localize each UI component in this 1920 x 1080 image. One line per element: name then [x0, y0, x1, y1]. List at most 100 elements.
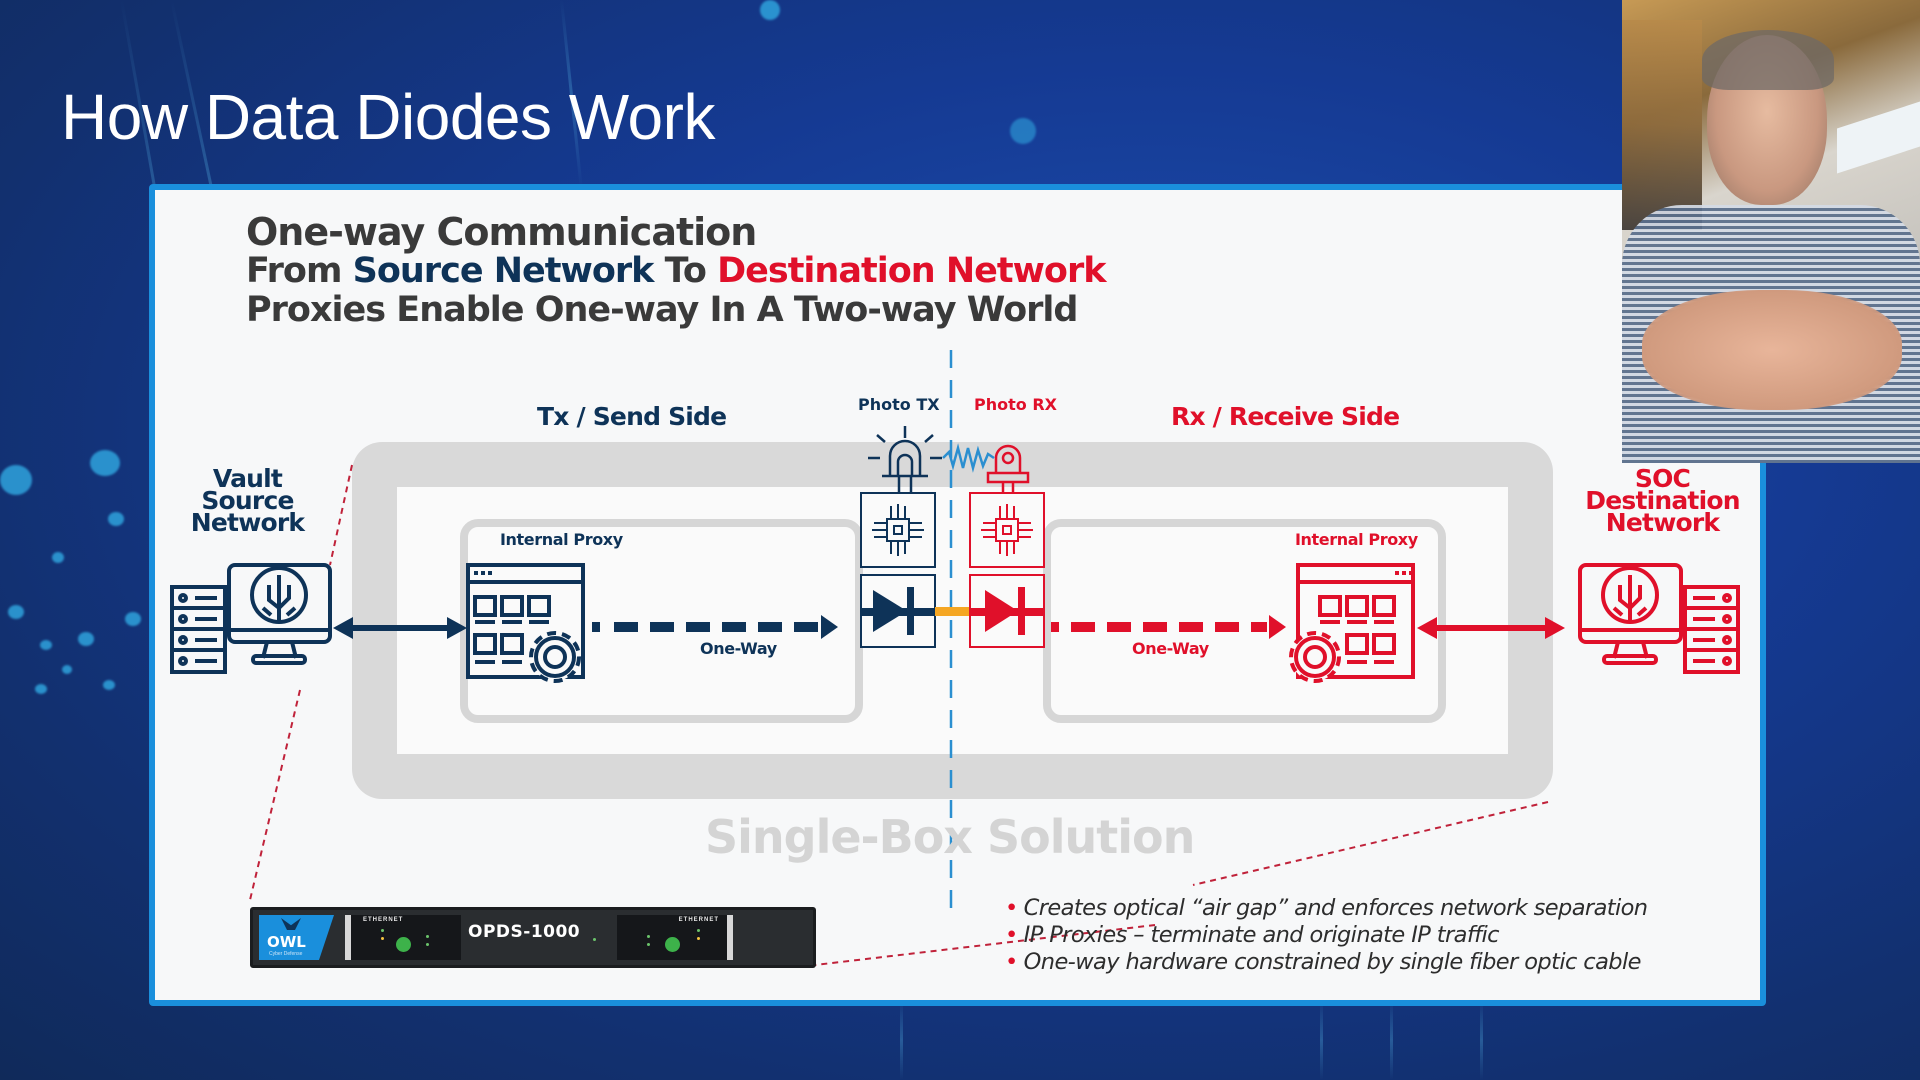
leader-line-bottom: [814, 924, 1156, 966]
owl-logo-subtext: Cyber Defense: [269, 951, 303, 957]
background-dot: [760, 0, 780, 20]
tx-proxy-label: Internal Proxy: [500, 530, 623, 549]
left-ethernet-panel: ETHERNET: [345, 915, 461, 960]
owl-logo-icon: [281, 918, 301, 930]
left-operational-led: [426, 935, 429, 938]
heading-line-2: From Source Network To Destination Netwo…: [246, 251, 1107, 291]
leader-line-right: [1192, 801, 1549, 886]
device-model-label: OPDS-1000: [468, 922, 581, 942]
heading-line-1: One-way Communication: [246, 210, 757, 254]
tx-one-way-arrow: [592, 615, 838, 639]
right-activity-led: [697, 929, 700, 932]
destination-network-icon: [1578, 563, 1740, 674]
background-dot: [78, 632, 94, 646]
optic-link-led: [593, 938, 596, 941]
destination-network-label-line: SOC: [1634, 464, 1691, 493]
heading-to: To: [653, 251, 718, 291]
background-streak: [1390, 1000, 1393, 1080]
source-network-label-line: Source: [201, 486, 294, 515]
rx-diode-icon: [969, 574, 1045, 648]
right-ethernet-panel: ETHERNET: [617, 915, 733, 960]
right-link-led: [697, 937, 700, 940]
feature-bullet-list: •Creates optical “air gap” and enforces …: [1005, 895, 1648, 976]
tx-proxy-dots: [474, 571, 492, 575]
rx-proxy-dots: [1395, 571, 1413, 575]
bullet-item: •One-way hardware constrained by single …: [1005, 949, 1647, 976]
destination-link-arrow: [1417, 617, 1565, 639]
background-streak: [1480, 1000, 1483, 1080]
leader-line-left-top: [329, 464, 353, 566]
right-ethernet-title: ETHERNET: [678, 917, 719, 923]
destination-network-label-line: Destination: [1585, 486, 1740, 515]
source-network-icon: [170, 563, 332, 674]
rx-proxy-icon: [1289, 563, 1415, 683]
destination-network-label-line: Network: [1605, 508, 1720, 537]
left-transfer-led: [426, 943, 429, 946]
opds-1000-device: OWL Cyber Defense ETHERNET OPDS-1000 ETH…: [250, 907, 816, 968]
bullet-text: Creates optical “air gap” and enforces n…: [1023, 895, 1648, 921]
right-power-button: [665, 937, 680, 952]
source-network-label-line: Network: [190, 508, 305, 537]
webcam-presenter-hair: [1702, 30, 1834, 90]
presenter-webcam-video: [1622, 0, 1920, 463]
left-activity-led: [381, 929, 384, 932]
bullet-icon: •: [1005, 895, 1018, 921]
bullet-item: •Creates optical “air gap” and enforces …: [1005, 895, 1648, 922]
heading-destination-network: Destination Network: [717, 251, 1106, 291]
right-transfer-led: [647, 943, 650, 946]
rx-side-label: Rx / Receive Side: [1171, 402, 1400, 431]
heading-proxies: Proxies Enable One-way In A Two-way Worl…: [246, 290, 1078, 330]
bullet-text: One-way hardware constrained by single f…: [1023, 949, 1642, 975]
source-network-label: Vault Source Network: [175, 466, 320, 537]
left-power-button: [396, 937, 411, 952]
background-dot: [108, 512, 124, 526]
tx-proxy-box: [460, 519, 863, 723]
rx-proxy-box: [1043, 519, 1446, 723]
webcam-skylight: [1837, 101, 1920, 174]
fiber-optic-link: [935, 607, 970, 616]
background-dot: [90, 450, 120, 476]
background-dot: [0, 465, 32, 495]
rx-proxy-label: Internal Proxy: [1295, 530, 1418, 549]
optical-signal-wave: [942, 443, 995, 473]
background-dot: [103, 680, 115, 690]
slide-title: How Data Diodes Work: [61, 81, 715, 153]
destination-network-label: SOC Destination Network: [1575, 464, 1750, 537]
heading-line-3: Proxies Enable One-way In A Two-way Worl…: [246, 290, 1078, 330]
single-box-solution-label: Single-Box Solution: [705, 810, 1195, 864]
bullet-text: IP Proxies – terminate and originate IP …: [1023, 922, 1500, 948]
heading-one-way: One-way Communication: [246, 210, 757, 254]
right-operational-led: [647, 935, 650, 938]
rx-chip-icon: [969, 492, 1045, 568]
photo-tx-led-icon: [868, 426, 942, 495]
photo-rx-label: Photo RX: [974, 395, 1057, 414]
bullet-icon: •: [1005, 922, 1018, 948]
background-dot: [35, 684, 47, 694]
rx-one-way-arrow: [1051, 615, 1286, 639]
rx-one-way-label: One-Way: [1132, 639, 1209, 658]
tx-diode-icon: [860, 574, 936, 648]
tx-chip-icon: [860, 492, 936, 568]
heading-from: From: [246, 251, 353, 291]
diagram: [170, 350, 1740, 966]
slide-content-frame: One-way Communication From Source Networ…: [149, 184, 1766, 1006]
background-dot: [52, 552, 64, 563]
owl-logo-panel: OWL Cyber Defense: [259, 915, 334, 960]
background-streak: [1320, 1000, 1323, 1080]
left-link-led: [381, 937, 384, 940]
photo-tx-label: Photo TX: [858, 395, 940, 414]
background-streak: [900, 1000, 903, 1080]
background-dot: [40, 640, 52, 650]
tx-side-label: Tx / Send Side: [537, 402, 727, 431]
bullet-icon: •: [1005, 949, 1018, 975]
leader-line-left-bottom: [249, 689, 301, 901]
background-dot: [125, 612, 141, 626]
source-link-arrow: [333, 617, 467, 639]
tx-proxy-icon: [466, 563, 585, 683]
webcam-presenter-hands: [1642, 290, 1902, 410]
webcam-shelf: [1622, 20, 1702, 230]
owl-logo-text: OWL: [267, 933, 306, 951]
tx-one-way-label: One-Way: [700, 639, 777, 658]
background-dot: [8, 605, 24, 619]
bullet-item: •IP Proxies – terminate and originate IP…: [1005, 922, 1647, 949]
